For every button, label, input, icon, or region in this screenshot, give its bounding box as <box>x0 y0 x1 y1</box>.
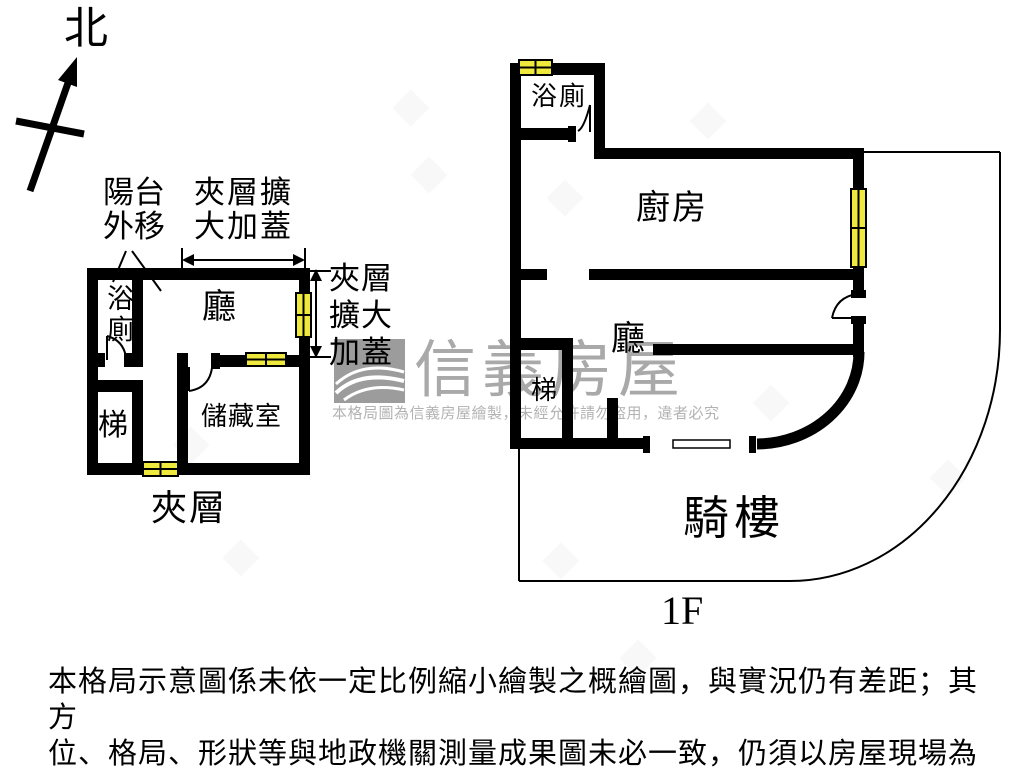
first-floor-room-living: 廳 <box>611 321 645 358</box>
north-label: 北 <box>64 4 108 53</box>
mezzanine-plan-title: 夾層 <box>151 488 228 528</box>
first-floor-doors <box>577 104 858 319</box>
entrance-sliding-panel <box>672 439 731 449</box>
disclaimer-text: 本格局示意圖係未依一定比例縮小繪製之概繪圖，與實況仍有差距；其方 位、格局、形狀… <box>48 666 979 768</box>
mezzanine-doors <box>106 335 213 392</box>
brand-watermark-notice: 本格局圖為信義房屋繪製，未經允許請勿盜用，違者必究 <box>332 406 720 422</box>
first-floor-arcade-label: 騎樓 <box>683 493 785 544</box>
dimension-arrows <box>181 248 331 358</box>
first-floor-room-kitchen: 廚房 <box>636 190 708 227</box>
north-arrow-icon <box>15 57 85 193</box>
annotation-mezzanine-expansion-right: 夾層 擴大 加蓋 <box>329 261 393 370</box>
annotation-balcony-relocated: 陽台 外移 <box>103 175 165 244</box>
brand-logo <box>334 339 405 403</box>
arcade-outline <box>518 151 1001 582</box>
mezzanine-windows <box>142 292 312 477</box>
leader-lines <box>112 250 162 292</box>
first-floor-walls <box>510 63 866 453</box>
rounded-corner-wall <box>756 351 865 450</box>
annotation-mezzanine-expansion-top: 夾層擴 大加蓋 <box>194 175 293 244</box>
mezzanine-room-living: 廳 <box>202 289 236 326</box>
mezzanine-room-bathroom: 浴 廁 <box>107 284 134 345</box>
first-floor-room-stairs: 梯 <box>531 376 558 405</box>
mezzanine-room-storage: 儲藏室 <box>201 402 283 431</box>
first-floor-plan-title: 1F <box>661 588 704 633</box>
first-floor-windows <box>518 59 867 268</box>
mezzanine-room-stairs: 梯 <box>98 409 128 442</box>
first-floor-room-bathroom: 浴廁 <box>531 82 588 111</box>
